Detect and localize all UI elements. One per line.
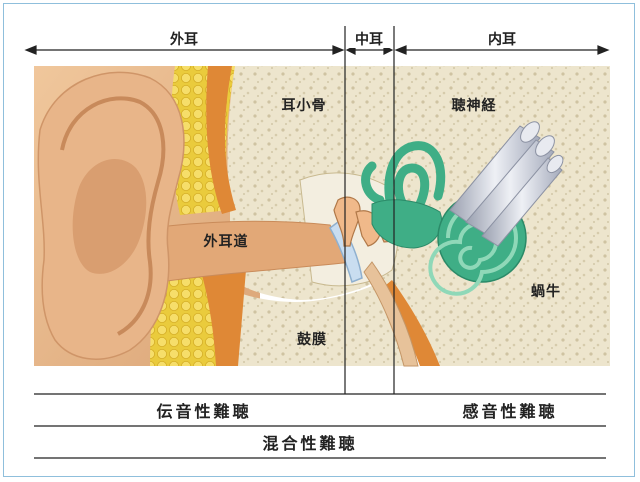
cartilage-band-lower	[200, 263, 246, 366]
label-auditory-nerve: 聴神経	[452, 97, 497, 114]
region-arrows	[24, 45, 610, 55]
label-outer-ear: 外耳	[170, 31, 198, 48]
cartilage-band-upper	[206, 66, 236, 214]
semicircular-canals	[361, 141, 446, 215]
label-middle-ear: 中耳	[355, 31, 383, 48]
label-eardrum: 鼓膜	[297, 331, 327, 348]
label-inner-ear: 内耳	[488, 31, 516, 48]
label-ear-canal: 外耳道	[204, 233, 249, 250]
ear-illustration	[34, 66, 610, 367]
label-cochlea: 蝸牛	[531, 283, 561, 300]
label-ossicles: 耳小骨	[282, 97, 327, 114]
auditory-nerve	[449, 121, 564, 247]
classification-lines	[34, 393, 606, 459]
bone-lower-block	[232, 282, 410, 366]
region-dividers	[344, 26, 395, 394]
pinna-helix-fold	[60, 96, 166, 336]
pinna-concha	[72, 159, 147, 274]
label-conductive-hearing-loss: 伝音性難聴	[156, 402, 251, 421]
label-mixed-hearing-loss: 混合性難聴	[262, 434, 357, 453]
label-sensorineural-hearing-loss: 感音性難聴	[462, 402, 557, 421]
fat-tissue-lower	[150, 274, 225, 366]
eustachian-tube	[363, 261, 419, 367]
